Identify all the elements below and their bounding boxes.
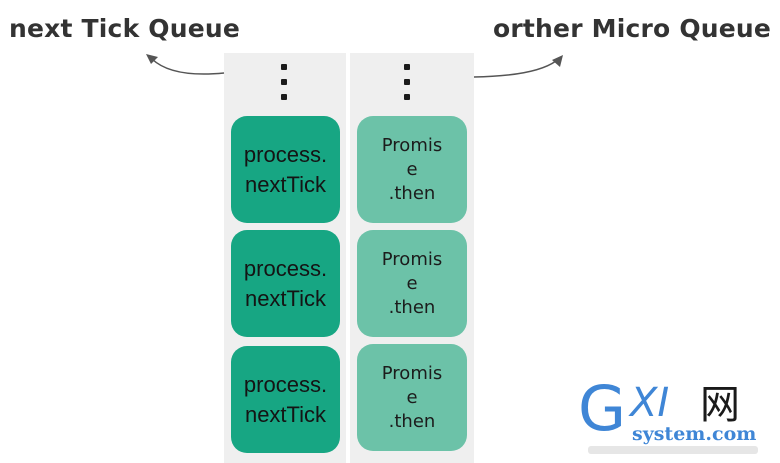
watermark-site-text: system.com [632,423,756,445]
vertical-ellipsis-icon [403,64,411,106]
next-tick-queue-item: process. nextTick [231,346,340,453]
watermark-xi-glyphs: XI [628,380,669,426]
watermark-g-glyph: G [578,372,626,445]
left-curved-arrow-icon [146,54,225,75]
promise-queue-item: Promis e .then [357,116,467,223]
next-tick-queue-item: process. nextTick [231,116,340,223]
next-tick-item-label: process. nextTick [243,371,328,427]
promise-queue-item: Promis e .then [357,230,467,337]
next-tick-queue-item: process. nextTick [231,230,340,337]
next-tick-item-label: process. nextTick [243,255,328,311]
promise-item-label: Promis e .then [381,134,443,204]
next-tick-queue-heading: next Tick Queue [9,14,241,43]
site-watermark-logo: G XI 网 system.com [578,372,758,454]
promise-item-label: Promis e .then [381,248,443,318]
promise-queue-item: Promis e .then [357,344,467,451]
watermark-wang-glyph: 网 [700,382,740,428]
next-tick-item-label: process. nextTick [243,141,328,197]
promise-item-label: Promis e .then [381,362,443,432]
other-micro-queue-heading: orther Micro Queue [493,14,772,43]
right-curved-arrow-icon [473,55,563,78]
vertical-ellipsis-icon [280,64,288,106]
